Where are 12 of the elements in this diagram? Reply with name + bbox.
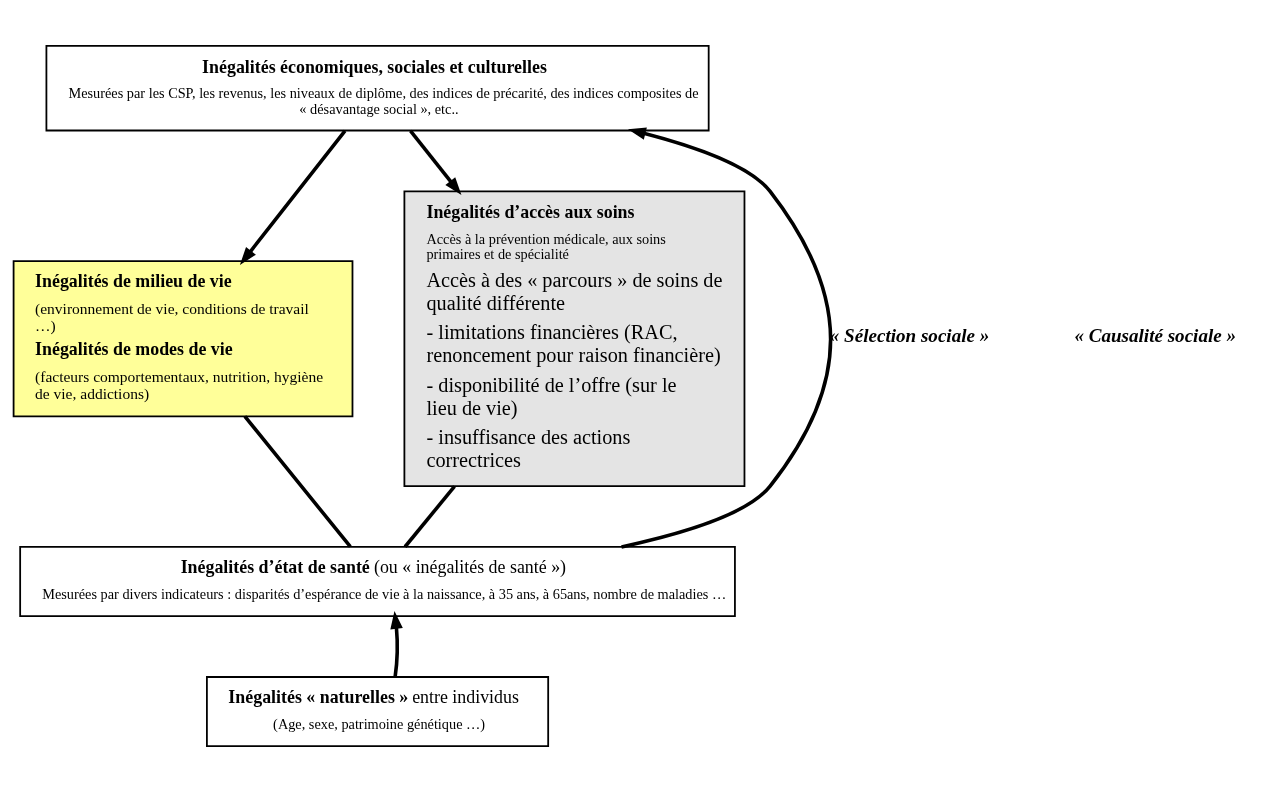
arrow: [390, 610, 403, 677]
arrow: [239, 129, 347, 265]
node-box: Inégalités « naturelles » entre individus (Age, sexe, patrimoine génétique …): [206, 675, 550, 747]
arrow: [409, 129, 462, 195]
node-box: Inégalités d’état de santé (ou « inégalités de santé ») Mesurées par divers indicateurs : disparités d’espérance de vie à la naissance, à 35 ans, à 65ans, nombre de maladies …: [19, 545, 736, 617]
connector: [403, 484, 456, 548]
node-box: Inégalités de milieu de vie (environnement de vie, conditions de travail …) Inégalités de modes de vie (facteurs comportementaux, nutrition, hygiène de vie, addictions): [12, 259, 354, 417]
arrow: [621, 127, 833, 549]
connector: [243, 414, 352, 548]
node-box: Inégalités économiques, sociales et culturelles Mesurées par les CSP, les revenus, les niveaux de diplôme, des indices de précarité, des indices composites de « désavantage social », etc..: [45, 44, 710, 131]
node-box: Inégalités d’accès aux soins Accès à la prévention médicale, aux soins primaires et de spécialité Accès à des « parcours » de soins de qualité différente - limitations financières (RAC, renoncement pour raison financière) - disponibilité de l’offre (sur le lieu de vie) - insuffisance des actions correctrices: [403, 189, 746, 487]
label: « Causalité sociale »: [1074, 324, 1237, 346]
